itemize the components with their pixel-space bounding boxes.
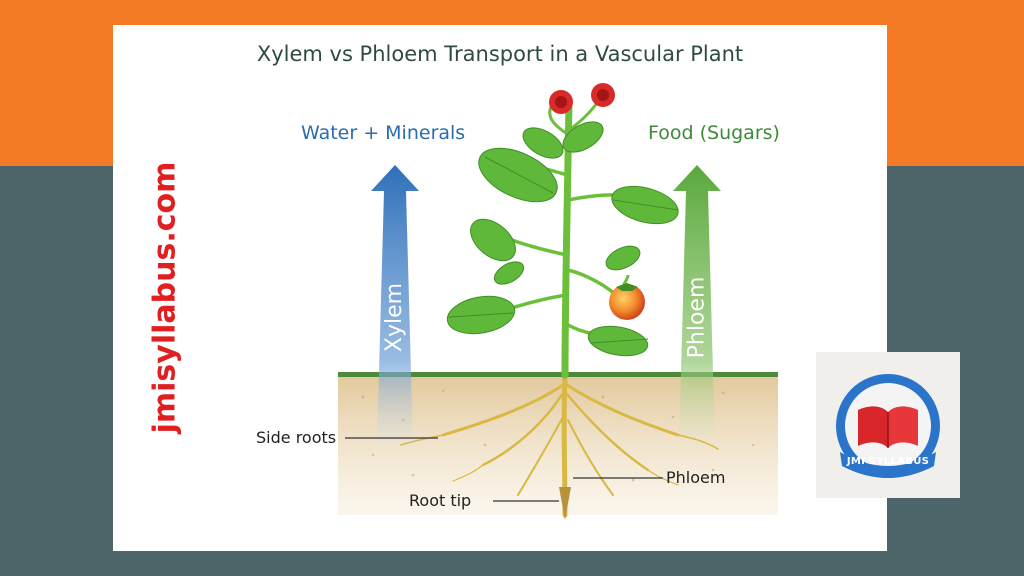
food-sugars-label: Food (Sugars) xyxy=(648,122,780,144)
soil-specks xyxy=(361,389,755,482)
watermark-text: jmisyllabus.com xyxy=(147,161,183,434)
water-minerals-label: Water + Minerals xyxy=(301,122,466,144)
root-tip xyxy=(559,487,571,520)
leaves xyxy=(446,121,679,357)
xylem-arrow-label: Xylem xyxy=(382,282,408,352)
logo-text: JMI SYLLABUS xyxy=(846,456,930,467)
watermark-wrap: jmisyllabus.com xyxy=(145,145,185,450)
phloem-arrow xyxy=(673,165,721,445)
logo-box: JMI SYLLABUS xyxy=(816,352,960,498)
leaf-veins xyxy=(448,156,679,344)
ground-line xyxy=(338,372,778,377)
fruit xyxy=(609,274,645,320)
flowers xyxy=(549,83,615,114)
logo-emblem xyxy=(836,374,940,478)
diagram-title: Xylem vs Phloem Transport in a Vascular … xyxy=(256,42,744,66)
phloem-arrow-label-wrap: Phloem xyxy=(667,257,727,377)
phloem-arrow-label: Phloem xyxy=(684,276,710,358)
logo-banner xyxy=(840,452,936,478)
book-icon xyxy=(858,406,918,448)
side-roots-callout: Side roots xyxy=(256,428,337,447)
phloem-callout: Phloem xyxy=(666,468,726,487)
xylem-arrow-label-wrap: Xylem xyxy=(365,257,425,377)
diagram-card: Xylem vs Phloem Transport in a Vascular … xyxy=(113,25,887,551)
xylem-arrow xyxy=(371,165,419,445)
root-tip-callout: Root tip xyxy=(409,491,472,510)
plant-diagram xyxy=(338,83,778,520)
